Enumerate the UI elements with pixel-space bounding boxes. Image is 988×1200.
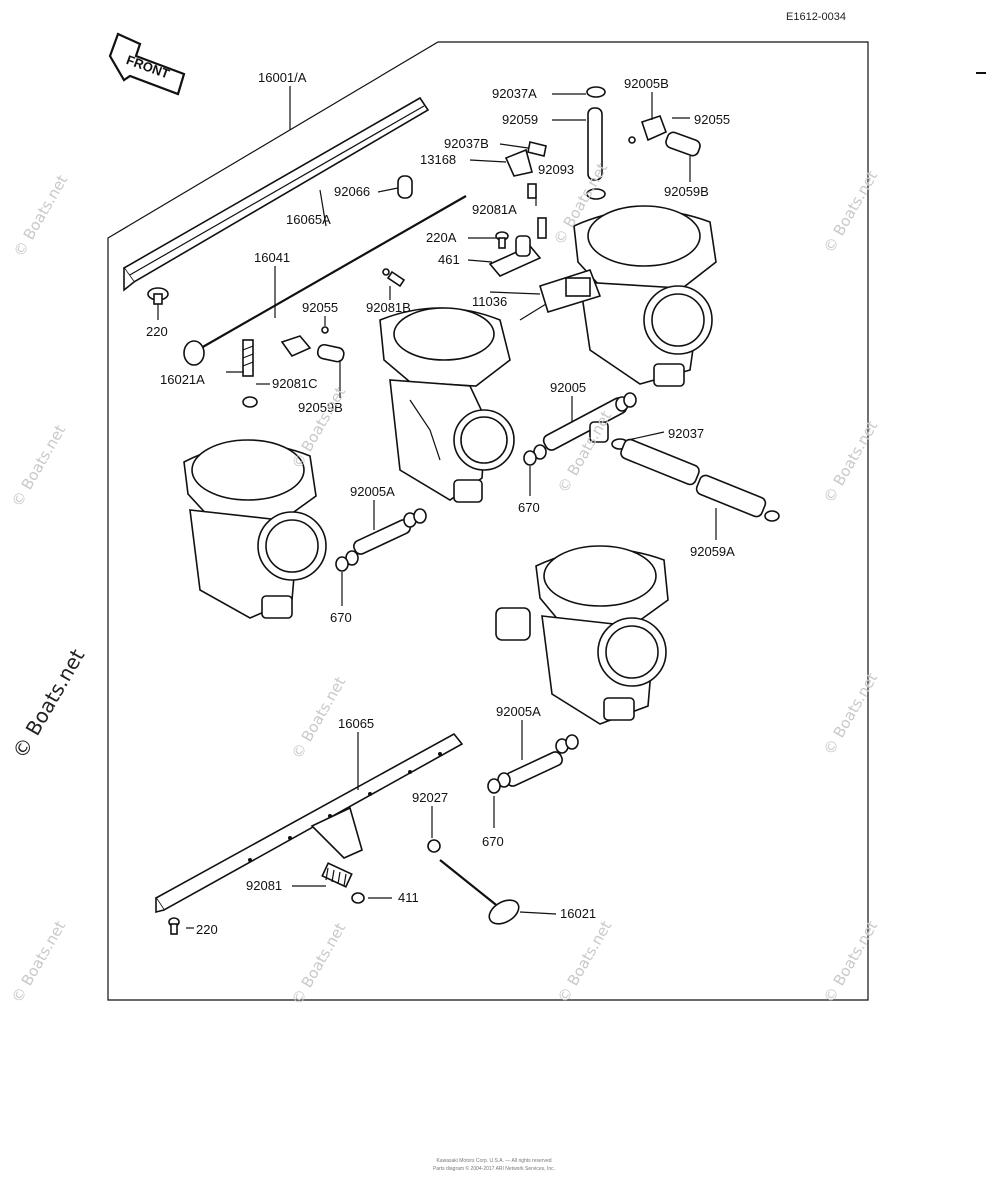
- screw-220-bottom: [168, 917, 180, 935]
- diagram-code: E1612-0034: [786, 11, 846, 23]
- label-16065: 16065: [338, 716, 374, 731]
- carburetor-lower-left: [183, 439, 327, 619]
- clip-92037A: [586, 86, 606, 98]
- label-16065A: 16065A: [286, 212, 331, 227]
- label-92037B: 92037B: [444, 136, 489, 151]
- footer-line-2: Parts diagram © 2004-2017 ARI Network Se…: [433, 1165, 555, 1172]
- watermark: © Boats.net: [10, 172, 71, 260]
- watermark: © Boats.net: [8, 918, 69, 1006]
- bolt-220A: [495, 231, 509, 249]
- front-arrow: FRONT: [108, 32, 186, 96]
- label-92037: 92037: [668, 426, 704, 441]
- bracket-461: [488, 217, 547, 277]
- clip-92037B: [527, 141, 547, 157]
- nut-92027: [427, 839, 441, 853]
- label-92059B-right: 92059B: [664, 184, 709, 199]
- watermark-large: © Boats.net: [8, 645, 90, 763]
- label-16021A: 16021A: [160, 372, 205, 387]
- screw-92081A: [527, 183, 537, 199]
- label-461: 461: [438, 252, 460, 267]
- label-92081B: 92081B: [366, 300, 411, 315]
- part-92066: [397, 175, 413, 199]
- shaft-16021: [439, 859, 520, 925]
- label-92055-left: 92055: [302, 300, 338, 315]
- label-16041: 16041: [254, 250, 290, 265]
- fitting-92005B: [628, 114, 668, 144]
- label-92081: 92081: [246, 878, 282, 893]
- fitting-13168: [504, 148, 533, 177]
- shaft-16041: [183, 195, 467, 366]
- pipe-92059: [586, 107, 606, 200]
- label-92059A: 92059A: [690, 544, 735, 559]
- label-92005: 92005: [550, 380, 586, 395]
- carburetor-lower-right: [495, 545, 669, 725]
- footer: Kawasaki Motors Corp. U.S.A. — All right…: [433, 1158, 555, 1172]
- hose-92059A: [620, 438, 780, 522]
- leader-lines: [157, 86, 717, 929]
- label-92081C: 92081C: [272, 376, 318, 391]
- watermark: © Boats.net: [288, 384, 349, 472]
- footer-line-1: Kawasaki Motors Corp. U.S.A. — All right…: [436, 1158, 551, 1164]
- part-labels: 16001/A 16065A 16041 220 16021A 92081C 9…: [146, 70, 735, 937]
- carburetor-upper-center: [379, 307, 515, 503]
- label-92055-right: 92055: [694, 112, 730, 127]
- linkage-11036: [519, 269, 602, 321]
- spring-92081: [321, 862, 353, 888]
- watermark: © Boats.net: [820, 168, 881, 256]
- label-220-top: 220: [146, 324, 168, 339]
- bracket-16065: [154, 732, 464, 914]
- watermark: © Boats.net: [554, 918, 615, 1006]
- screw-92081B: [382, 268, 406, 288]
- label-92093: 92093: [538, 162, 574, 177]
- washer-411: [351, 892, 365, 904]
- label-220A: 220A: [426, 230, 457, 245]
- watermarks: © Boats.net © Boats.net © Boats.net © Bo…: [8, 160, 882, 1008]
- watermark: © Boats.net: [288, 920, 349, 1008]
- label-92005B: 92005B: [624, 76, 669, 91]
- label-670-b: 670: [330, 610, 352, 625]
- label-92059B-left: 92059B: [298, 400, 343, 415]
- label-13168: 13168: [420, 152, 456, 167]
- screw-220-top: [147, 287, 169, 305]
- tee-92005: [523, 392, 637, 466]
- label-92005A-mid: 92005A: [350, 484, 395, 499]
- carburetor-upper-right: [573, 205, 717, 387]
- label-92005A-low: 92005A: [496, 704, 541, 719]
- watermark: © Boats.net: [8, 422, 69, 510]
- watermark: © Boats.net: [820, 918, 881, 1006]
- block-92055-left: [280, 326, 345, 363]
- label-92027: 92027: [412, 790, 448, 805]
- diagram-frame: [107, 41, 869, 1001]
- label-670-c: 670: [482, 834, 504, 849]
- label-16021: 16021: [560, 906, 596, 921]
- label-11036: 11036: [472, 294, 507, 309]
- label-92066: 92066: [334, 184, 370, 199]
- watermark: © Boats.net: [820, 670, 881, 758]
- spring-92081C: [242, 339, 258, 408]
- pipe-92059B-right: [665, 131, 701, 157]
- label-92037A: 92037A: [492, 86, 537, 101]
- label-16001A: 16001/A: [258, 70, 307, 85]
- watermark: © Boats.net: [820, 418, 881, 506]
- label-92059: 92059: [502, 112, 538, 127]
- label-220-bottom: 220: [196, 922, 218, 937]
- tube-92005A-mid: [335, 508, 427, 572]
- tube-92005A-low: [487, 734, 579, 794]
- label-411: 411: [398, 890, 419, 905]
- label-92081A: 92081A: [472, 202, 517, 217]
- rail-16001A: [122, 96, 430, 292]
- label-670-a: 670: [518, 500, 540, 515]
